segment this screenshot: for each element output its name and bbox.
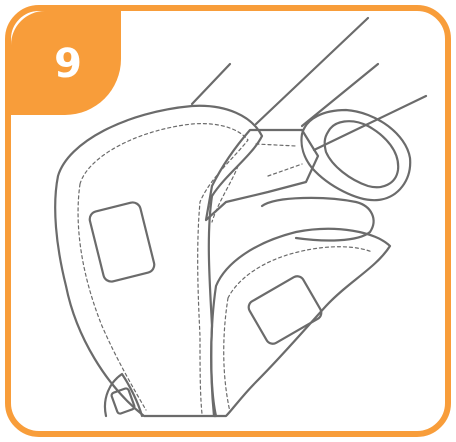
thumbnail <box>325 121 399 187</box>
step-number: 9 <box>54 44 82 84</box>
pad-small <box>211 229 390 416</box>
finger-outline-top <box>302 64 378 126</box>
finger <box>262 198 374 241</box>
arm-outline <box>256 18 368 124</box>
sleeve-outline <box>192 64 230 104</box>
pad-small-label <box>246 274 324 347</box>
step-card: 9 <box>5 5 451 437</box>
strap-stitch <box>212 144 302 222</box>
finger-outline-bottom <box>314 96 426 150</box>
pad-large-label <box>88 201 156 283</box>
